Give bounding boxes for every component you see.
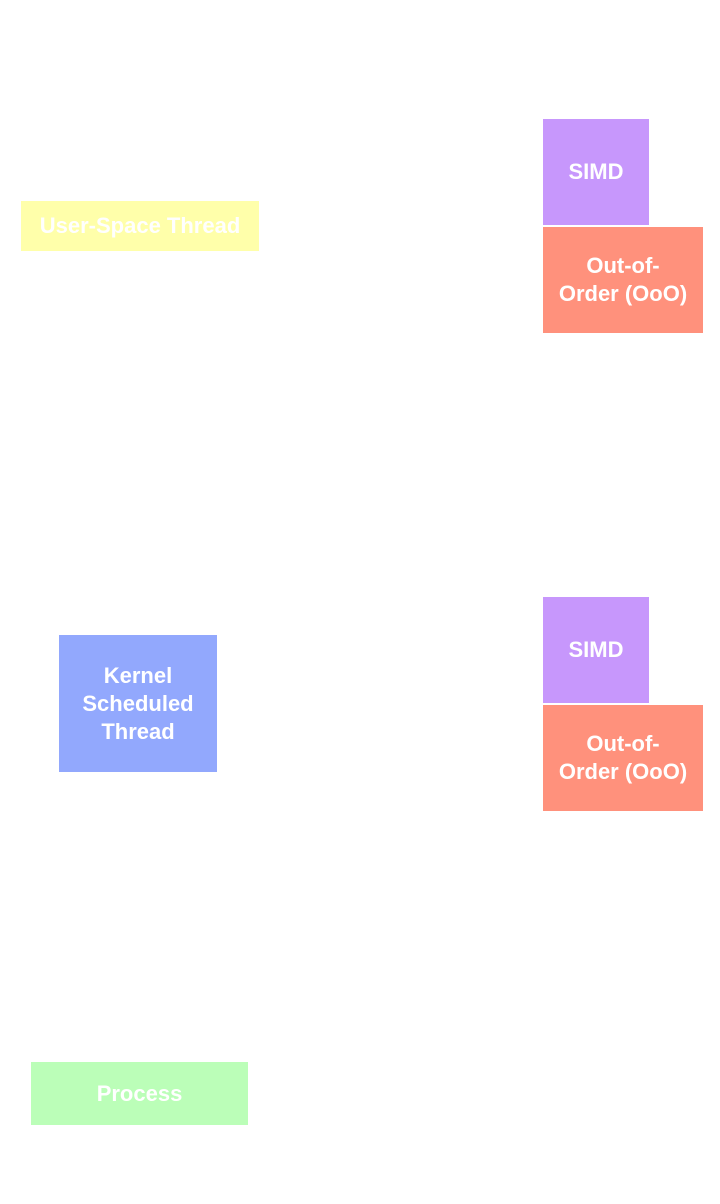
kernel-scheduled-thread-node: Kernel Scheduled Thread [59, 635, 217, 772]
user-space-thread-node: User-Space Thread [21, 201, 259, 251]
out-of-order-node-top: Out-of- Order (OoO) [543, 227, 703, 333]
simd-node-top: SIMD [543, 119, 649, 225]
process-node: Process [31, 1062, 248, 1125]
out-of-order-node-bottom: Out-of- Order (OoO) [543, 705, 703, 811]
simd-node-bottom: SIMD [543, 597, 649, 703]
